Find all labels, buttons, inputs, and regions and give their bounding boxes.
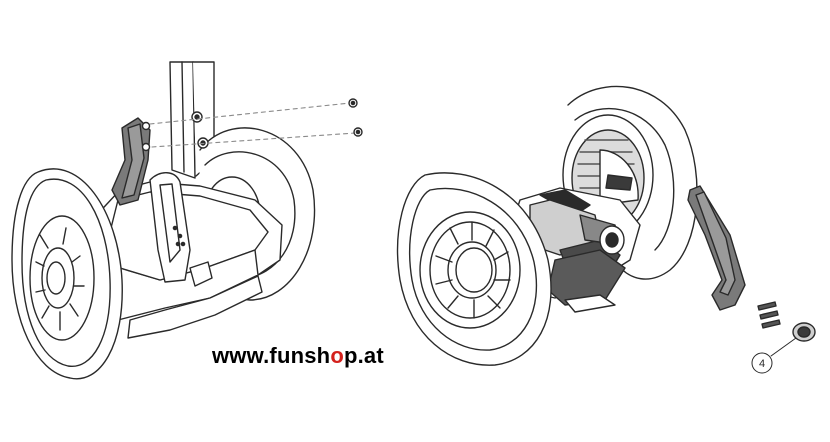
callout-label: 4 <box>759 358 765 370</box>
left-footboard <box>91 172 283 339</box>
site-watermark: www.funshop.at <box>212 343 384 369</box>
callout-4: 4 <box>751 337 797 374</box>
end-cap-part <box>792 322 816 342</box>
left-scooter-assembly <box>11 61 363 380</box>
assembly-guide-lines <box>149 102 356 148</box>
watermark-accent-letter: o <box>330 343 344 368</box>
right-scooter-exploded: 4 <box>396 85 816 374</box>
left-mounting-bracket <box>111 117 151 206</box>
watermark-part-1: www.funsh <box>212 343 331 368</box>
left-front-wheel <box>11 168 123 380</box>
wheel-spokes <box>435 221 511 319</box>
loose-screws <box>348 98 363 137</box>
bracket-screws <box>757 301 781 329</box>
right-rear-wheel <box>562 85 698 280</box>
right-front-wheel <box>396 172 552 366</box>
exploded-mounting-bracket <box>687 185 746 311</box>
watermark-part-2: p.at <box>343 343 384 368</box>
